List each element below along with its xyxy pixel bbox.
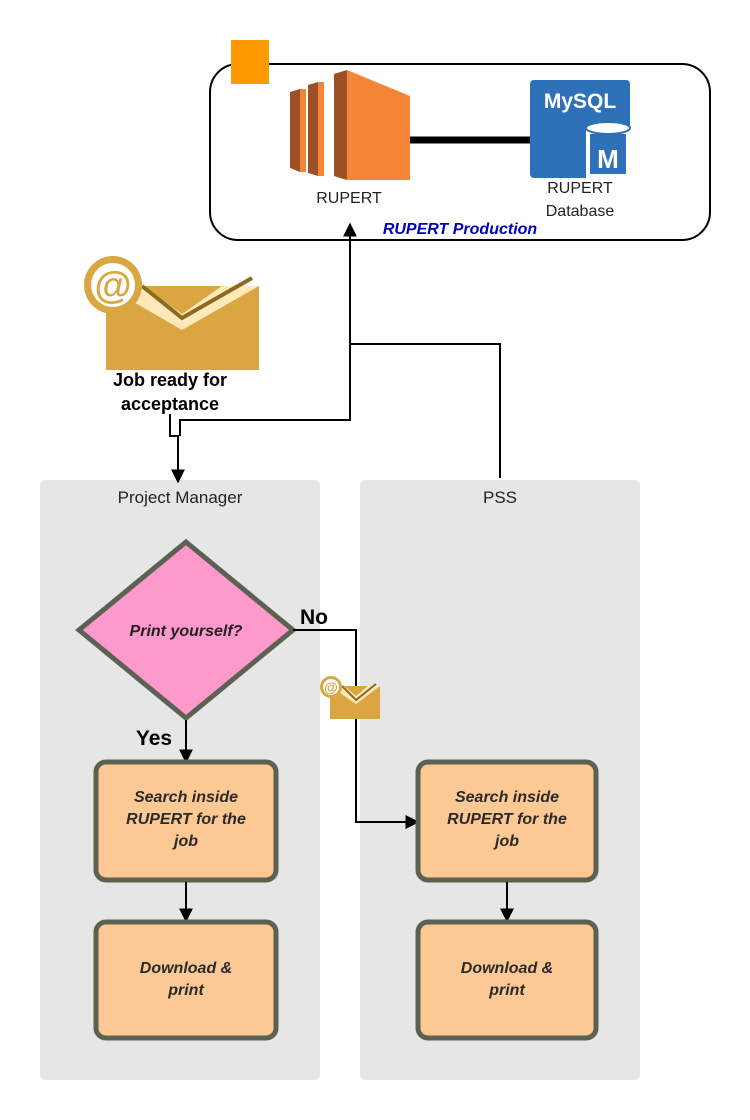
pss-search-line3: job [493, 833, 519, 850]
decision-text: Print yourself? [130, 623, 243, 640]
svg-text:M: M [597, 144, 619, 174]
aws-ec2-icon [290, 70, 410, 180]
region-square-icon [231, 40, 269, 84]
lane-title-pss: PSS [483, 488, 517, 507]
pm-search-box [93, 759, 279, 883]
connector-pss-to-rupert [350, 343, 501, 478]
email-label-line1: Job ready for [113, 370, 227, 390]
email-icon: @ [84, 256, 259, 370]
pm-download-line2: print [167, 982, 204, 999]
db-label-line2: Database [546, 203, 615, 220]
connector-email-to-pm [169, 414, 185, 484]
pm-search-line3: job [172, 833, 198, 850]
pm-download-line1: Download & [140, 960, 232, 977]
email-label-line2: acceptance [121, 394, 219, 414]
pss-download-line1: Download & [461, 960, 553, 977]
pm-search-line1: Search inside [134, 789, 238, 806]
production-title: RUPERT Production [383, 221, 538, 238]
pss-search-box [415, 759, 599, 883]
pss-download-line2: print [488, 982, 525, 999]
db-label-line1: RUPERT [547, 180, 613, 197]
svg-text:@: @ [324, 679, 338, 695]
svg-text:MySQL: MySQL [544, 90, 617, 113]
decision-diamond [75, 538, 297, 722]
pss-search-line2: RUPERT for the [447, 811, 567, 828]
mysql-database-icon: MySQL M [530, 80, 631, 178]
connector-pm-to-rupert [179, 222, 357, 436]
no-label: No [300, 606, 328, 629]
pss-search-line1: Search inside [455, 789, 559, 806]
production-container [209, 63, 711, 241]
connector-no [293, 629, 420, 829]
yes-label: Yes [136, 727, 172, 750]
pss-download-box [415, 919, 599, 1041]
pm-download-box [93, 919, 279, 1041]
email-small-icon: @ [320, 676, 380, 719]
server-label: RUPERT [316, 190, 382, 207]
lane-title-project-manager: Project Manager [118, 488, 243, 507]
svg-text:@: @ [94, 265, 131, 307]
pm-search-line2: RUPERT for the [126, 811, 246, 828]
